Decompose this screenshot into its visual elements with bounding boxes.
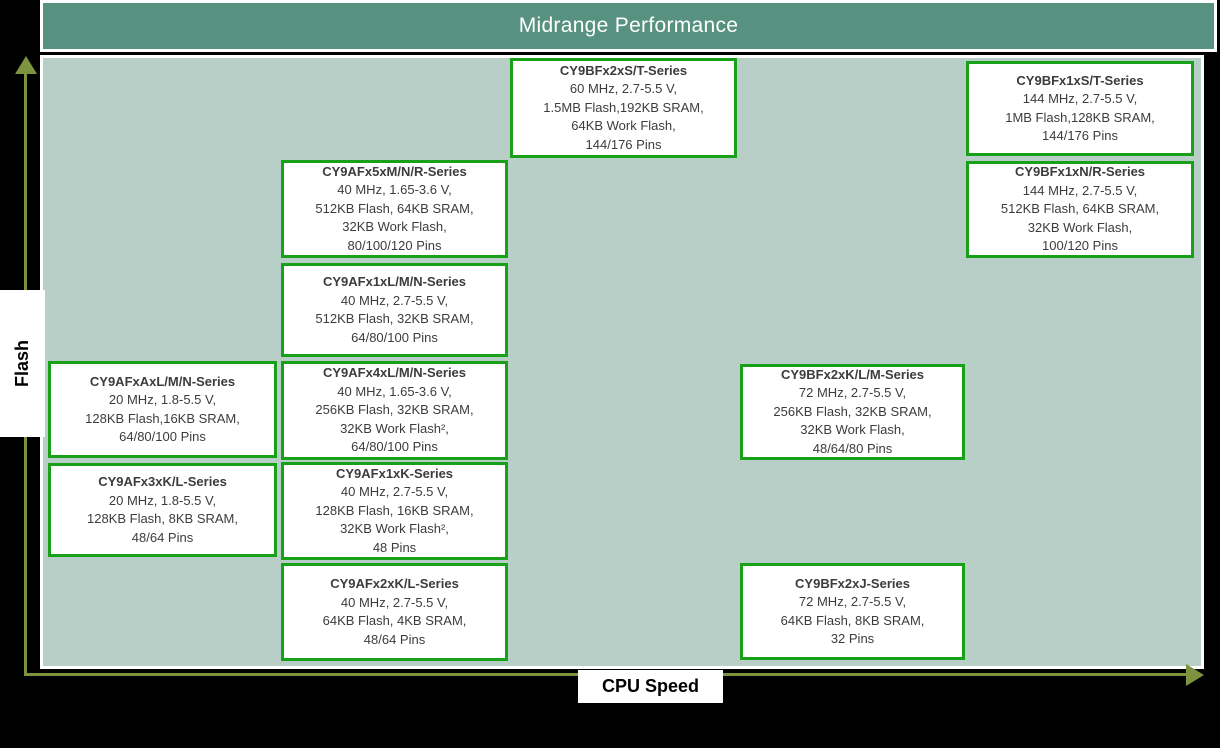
plot-area [40,55,1204,669]
x-axis-label-text: CPU Speed [601,676,700,696]
y-axis-arrowhead-icon [15,56,37,74]
x-axis-label: CPU Speed [578,670,723,703]
y-axis-label-text: Flash [12,339,32,387]
title-bar: Midrange Performance [40,0,1217,52]
page-title: Midrange Performance [518,14,739,37]
x-axis-arrowhead-icon [1186,664,1204,686]
y-axis-label: Flash [0,290,45,437]
